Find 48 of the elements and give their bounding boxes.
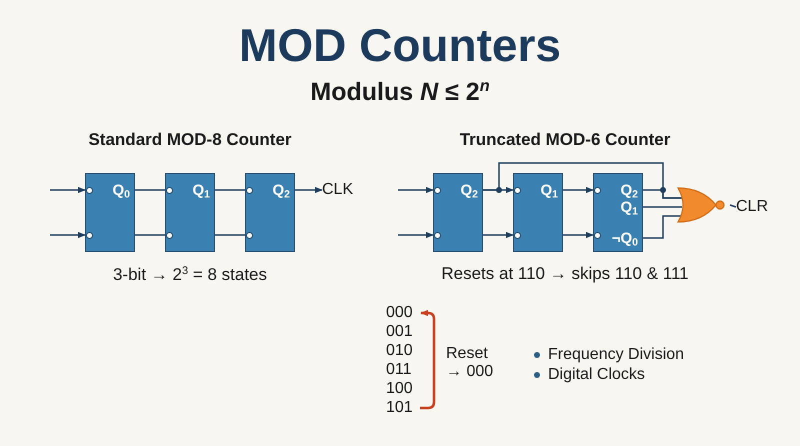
state-code: 100 — [386, 380, 413, 398]
output-label: Q$_{1}$ — [620, 199, 638, 220]
arrow — [295, 186, 323, 194]
output-label: ¬Q$_{0}$ — [612, 230, 638, 251]
wire — [135, 189, 165, 191]
arrow — [563, 186, 594, 194]
output-label: Q$_{1}$ — [540, 182, 558, 203]
wire — [643, 215, 682, 239]
flip-flop-block — [593, 173, 643, 252]
state-code: 011 — [386, 361, 412, 379]
wire — [730, 204, 736, 208]
flip-flop-block — [245, 173, 295, 252]
title: MOD Counters — [239, 18, 561, 72]
arrow — [563, 232, 594, 238]
arrow — [398, 186, 434, 194]
wire — [215, 234, 245, 236]
signal-label: CLR — [736, 198, 768, 216]
flip-flop-block — [165, 173, 215, 252]
bullet-item: Digital Clocks — [548, 366, 645, 384]
wire — [643, 206, 682, 208]
arrow — [483, 232, 514, 238]
caption-text: Resets at 110 → skips 110 & 111 — [440, 265, 690, 284]
arrow — [398, 232, 434, 238]
signal-label: CLK — [322, 181, 354, 199]
output-label: Q$_{2}$ — [272, 182, 290, 203]
bullet-item: Frequency Division — [548, 346, 684, 364]
wire — [215, 189, 245, 191]
state-code: 000 — [386, 304, 413, 322]
edge-label: Reset → 000 — [446, 345, 494, 380]
state-code: 001 — [386, 323, 413, 341]
flip-flop-block — [433, 173, 483, 252]
output-label: Q$_{2}$ — [620, 182, 638, 202]
flip-flop-block — [513, 173, 563, 252]
wire — [643, 189, 682, 199]
output-label: Q$_{1}$ — [192, 182, 210, 203]
subtitle: Modulus N ≤ 2$^{n}$ — [309, 78, 491, 106]
nand-gate-symbol — [676, 186, 726, 224]
arrow — [50, 232, 86, 238]
output-label: Q$_{2}$ — [460, 182, 478, 203]
arrow — [50, 186, 86, 194]
section-heading: Truncated MOD-6 Counter — [458, 131, 672, 150]
caption-text: 3-bit → 2$^{3}$ = 8 states — [112, 265, 268, 285]
state-code: 010 — [386, 342, 413, 360]
wire — [135, 234, 165, 236]
section-heading: Standard MOD-8 Counter — [87, 131, 293, 150]
state-code: 101 — [386, 399, 413, 417]
output-label: Q$_{0}$ — [112, 182, 130, 203]
flip-flop-block — [85, 173, 135, 252]
